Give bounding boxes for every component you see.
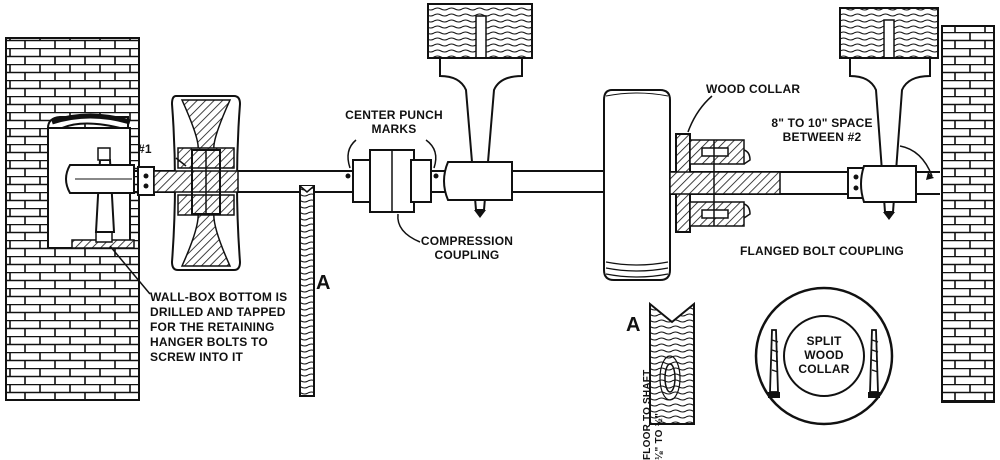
label-split-line2: WOOD bbox=[804, 348, 844, 362]
label-split-line3: COLLAR bbox=[798, 362, 850, 376]
number-one-leader bbox=[175, 157, 187, 167]
wall-box-hanger bbox=[65, 147, 135, 249]
left-split-pulley bbox=[153, 95, 242, 271]
label-number-one: #1 bbox=[138, 142, 152, 156]
collar-number-one bbox=[137, 166, 155, 196]
large-pulley bbox=[603, 89, 671, 281]
label-center-punch-line1: CENTER PUNCH bbox=[345, 108, 443, 122]
right-brick-wall bbox=[941, 25, 995, 403]
split-wood-collar-detail bbox=[754, 286, 894, 426]
label-compression-line1: COMPRESSION bbox=[420, 234, 514, 248]
label-space: 8" TO 10" SPACE BETWEEN #2 bbox=[752, 116, 892, 144]
wall-box-leader bbox=[109, 245, 151, 295]
label-wall-box-line2: DRILLED AND TAPPED bbox=[150, 305, 286, 319]
detail-a-post bbox=[649, 301, 695, 425]
flanged-bolt-coupling bbox=[669, 95, 781, 233]
label-a-detail: A bbox=[626, 314, 641, 336]
label-split-wood-collar: SPLIT WOOD COLLAR bbox=[784, 334, 864, 376]
label-a-upright: A bbox=[316, 272, 331, 294]
compression-coupling bbox=[345, 139, 439, 243]
label-wall-box-line4: HANGER BOLTS TO bbox=[150, 335, 268, 349]
label-center-punch: CENTER PUNCH MARKS bbox=[334, 108, 454, 136]
label-space-line2: BETWEEN #2 bbox=[782, 130, 862, 144]
right-ceiling-hanger bbox=[839, 7, 939, 220]
label-space-line1: 8" TO 10" SPACE bbox=[771, 116, 873, 130]
shafting-diagram bbox=[5, 3, 995, 426]
label-floor-to-shaft: FLOOR TO SHAFT ⅛" TO ½" bbox=[642, 360, 666, 460]
label-compression-line2: COUPLING bbox=[434, 248, 500, 262]
label-wood-collar: WOOD COLLAR bbox=[706, 82, 801, 96]
label-floor-line1: FLOOR TO SHAFT bbox=[642, 369, 653, 460]
label-compression-coupling: COMPRESSION COUPLING bbox=[412, 234, 522, 262]
label-wall-box-line1: WALL-BOX BOTTOM IS bbox=[150, 290, 288, 304]
label-split-line1: SPLIT bbox=[806, 334, 842, 348]
label-wall-box: WALL-BOX BOTTOM IS DRILLED AND TAPPED FO… bbox=[150, 290, 287, 365]
label-wall-box-line5: SCREW INTO IT bbox=[150, 350, 244, 364]
label-flanged-bolt-coupling: FLANGED BOLT COUPLING bbox=[740, 244, 904, 258]
left-brick-wall bbox=[5, 37, 140, 401]
floor-post-a bbox=[299, 185, 315, 397]
label-wall-box-line3: FOR THE RETAINING bbox=[150, 320, 275, 334]
label-floor-line2: ⅛" TO ½" bbox=[654, 412, 665, 460]
label-center-punch-line2: MARKS bbox=[371, 122, 417, 136]
collar-number-two bbox=[847, 167, 865, 199]
center-ceiling-hanger bbox=[427, 3, 533, 218]
